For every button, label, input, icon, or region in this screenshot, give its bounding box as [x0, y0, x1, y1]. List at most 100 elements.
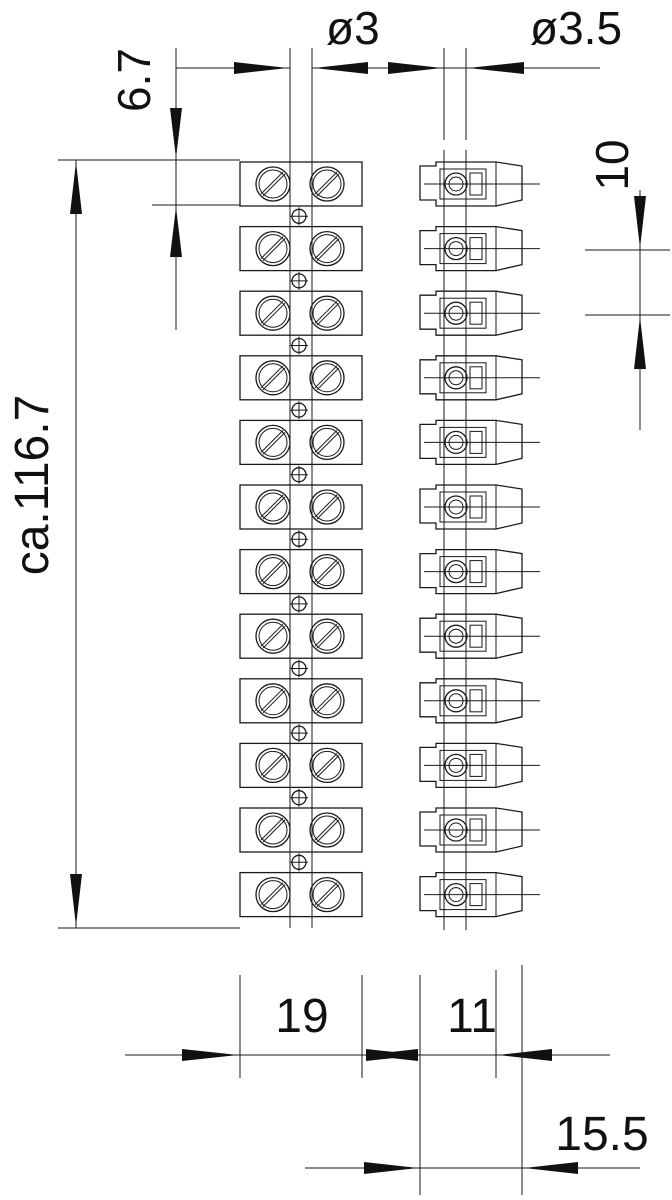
screw-head	[255, 360, 291, 396]
screw-slot	[316, 367, 340, 391]
screw-slot	[316, 432, 340, 455]
screw-slot	[260, 817, 284, 841]
terminal-block-side-view	[419, 150, 540, 930]
screw-slot	[262, 690, 286, 714]
profile-outline	[419, 742, 523, 789]
screw-head-inner	[258, 169, 288, 199]
terminal-module	[239, 742, 363, 789]
screw-slot	[260, 171, 284, 195]
screw-slot	[260, 753, 284, 776]
terminal-profile	[419, 419, 540, 466]
screw-head	[309, 360, 345, 396]
screw-slot	[316, 173, 340, 197]
dim-entry-diameter-label: ø3.5	[530, 2, 622, 54]
terminal-housing	[239, 807, 363, 853]
screw-slot	[260, 559, 284, 582]
screw-head-inner	[312, 750, 342, 780]
dim-width-label: 19	[275, 990, 328, 1043]
terminal-profile	[419, 355, 540, 401]
screw-slot	[260, 494, 284, 518]
terminal-module	[239, 484, 363, 530]
screw-head-inner	[258, 234, 288, 264]
dimension-arrows	[70, 62, 646, 1174]
screw-slot	[262, 561, 286, 584]
screw-slot	[314, 365, 338, 389]
screw-head-inner	[258, 557, 288, 587]
screw-slot	[262, 884, 286, 907]
screw-head-inner	[312, 427, 342, 457]
screw-slot	[262, 625, 286, 649]
screw-slot	[262, 238, 286, 261]
screw-slot	[316, 302, 340, 326]
screw-head	[255, 812, 291, 848]
screw-head-inner	[258, 815, 288, 845]
screw-head	[309, 553, 345, 590]
terminal-block-front-view	[239, 160, 363, 928]
screw-head-inner	[258, 298, 288, 328]
terminal-module	[239, 419, 363, 466]
screw-slot	[260, 882, 284, 905]
screw-head	[255, 166, 291, 202]
terminal-housing	[239, 419, 363, 466]
terminal-profile	[419, 678, 540, 724]
screw-head	[255, 553, 291, 590]
screw-slot	[314, 430, 338, 453]
screw-head-inner	[312, 621, 342, 651]
screw-slot	[262, 302, 286, 326]
screw-slot	[260, 300, 284, 324]
terminal-module	[239, 678, 363, 724]
terminal-profile	[419, 807, 540, 853]
terminal-module	[239, 613, 363, 659]
screw-slot	[262, 819, 286, 843]
terminal-housing	[239, 548, 363, 595]
screw-head-inner	[312, 234, 342, 264]
profile-outline	[419, 419, 523, 466]
profile-outline	[419, 548, 523, 595]
screw-head-inner	[258, 750, 288, 780]
screw-head-inner	[312, 815, 342, 845]
screw-slot	[262, 367, 286, 391]
screw-head-inner	[312, 363, 342, 393]
dimension-lines	[58, 48, 670, 1195]
profile-outline	[419, 807, 523, 853]
terminal-profile	[419, 225, 540, 272]
screw-head	[309, 618, 345, 654]
terminal-profile	[419, 548, 540, 595]
terminal-module	[239, 807, 363, 853]
dim-spacing-label: 10	[586, 139, 638, 190]
terminal-housing	[239, 613, 363, 659]
screw-slot	[316, 625, 340, 649]
screw-slot	[260, 430, 284, 453]
screw-head	[309, 166, 345, 202]
profile-outline	[419, 290, 523, 336]
screw-head	[255, 618, 291, 654]
terminal-profile	[419, 484, 540, 530]
dim-total-length-label: ca.116.7	[6, 395, 59, 576]
screw-slot	[316, 238, 340, 261]
screw-slot	[314, 494, 338, 518]
screw-head	[255, 489, 291, 525]
screw-slot	[316, 496, 340, 520]
screw-head-inner	[258, 621, 288, 651]
screw-head	[309, 230, 345, 267]
terminal-module	[239, 548, 363, 595]
screw-head-inner	[312, 169, 342, 199]
dim-screw-diameter-label: ø3	[326, 2, 380, 54]
screw-head	[309, 683, 345, 719]
screw-slot	[260, 365, 284, 389]
screw-slot	[262, 173, 286, 197]
terminal-profile	[419, 871, 540, 918]
screw-head-inner	[312, 557, 342, 587]
screw-slot	[316, 690, 340, 714]
terminal-profile	[419, 742, 540, 789]
screw-slot	[260, 623, 284, 647]
profile-outline	[419, 678, 523, 724]
screw-slot	[314, 171, 338, 195]
terminal-housing	[239, 484, 363, 530]
screw-slot	[316, 884, 340, 907]
dim-side-width-label: 11	[447, 990, 497, 1043]
terminal-module	[239, 871, 363, 918]
terminal-module	[239, 161, 363, 207]
screw-slot	[316, 819, 340, 843]
screw-slot	[314, 753, 338, 776]
